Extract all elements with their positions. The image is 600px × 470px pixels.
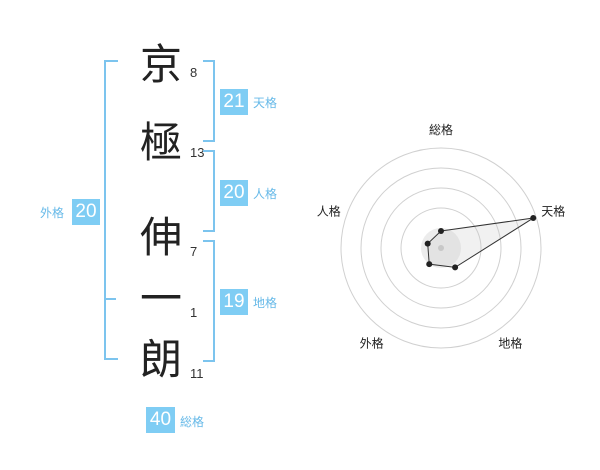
radar-point-4 — [426, 261, 433, 268]
tenkaku-bracket — [203, 60, 215, 142]
radar-axis-label-4: 外格 — [360, 335, 384, 350]
radar-ring-2 — [380, 187, 502, 309]
jinkaku-label: 人格 — [253, 187, 278, 201]
chikaku-value-badge: 19 — [220, 289, 248, 315]
name-char-3: 伸 — [139, 213, 182, 262]
radar-ring-1 — [400, 207, 482, 289]
soukaku-value-badge: 40 — [146, 407, 175, 433]
stroke-count-3: 7 — [190, 244, 198, 259]
jinkaku-value-badge: 20 — [220, 180, 248, 206]
radar-axis-label-2: 天格 — [541, 204, 565, 219]
radar-axis-label-3: 地格 — [498, 335, 522, 350]
stroke-count-5: 11 — [190, 366, 204, 381]
radar-axis-label-5: 人格 — [317, 204, 341, 219]
chikaku-label: 地格 — [253, 296, 278, 310]
soukaku-label: 総格 — [180, 415, 205, 429]
radar-point-1 — [438, 228, 444, 234]
radar-polygon — [427, 217, 534, 268]
radar-point-3 — [452, 264, 459, 271]
radar-ring-3 — [360, 167, 522, 329]
name-char-1: 京 — [139, 40, 182, 89]
radar-center-dot — [438, 245, 444, 251]
name-char-2: 極 — [139, 118, 182, 167]
stroke-count-4: 1 — [190, 305, 198, 320]
tenkaku-value-badge: 21 — [220, 89, 248, 115]
gaikaku-label: 外格 — [40, 206, 65, 220]
name-char-4: 一 — [139, 274, 182, 323]
jinkaku-bracket — [203, 150, 215, 232]
gaikaku-value-badge: 20 — [72, 199, 100, 225]
radar-ring-4 — [340, 147, 542, 349]
radar-rings — [340, 147, 542, 349]
name-char-5: 朗 — [139, 335, 182, 384]
radar-points — [424, 215, 537, 271]
radar-point-5 — [424, 240, 431, 247]
tenkaku-label: 天格 — [253, 96, 278, 110]
gaikaku-bracket-tick — [104, 298, 116, 300]
gaikaku-bracket — [104, 60, 118, 360]
radar-point-2 — [530, 215, 537, 222]
stroke-count-1: 8 — [190, 65, 198, 80]
stroke-count-2: 13 — [190, 145, 205, 160]
radar-axis-label-1: 総格 — [429, 122, 453, 137]
chikaku-bracket — [203, 240, 215, 362]
